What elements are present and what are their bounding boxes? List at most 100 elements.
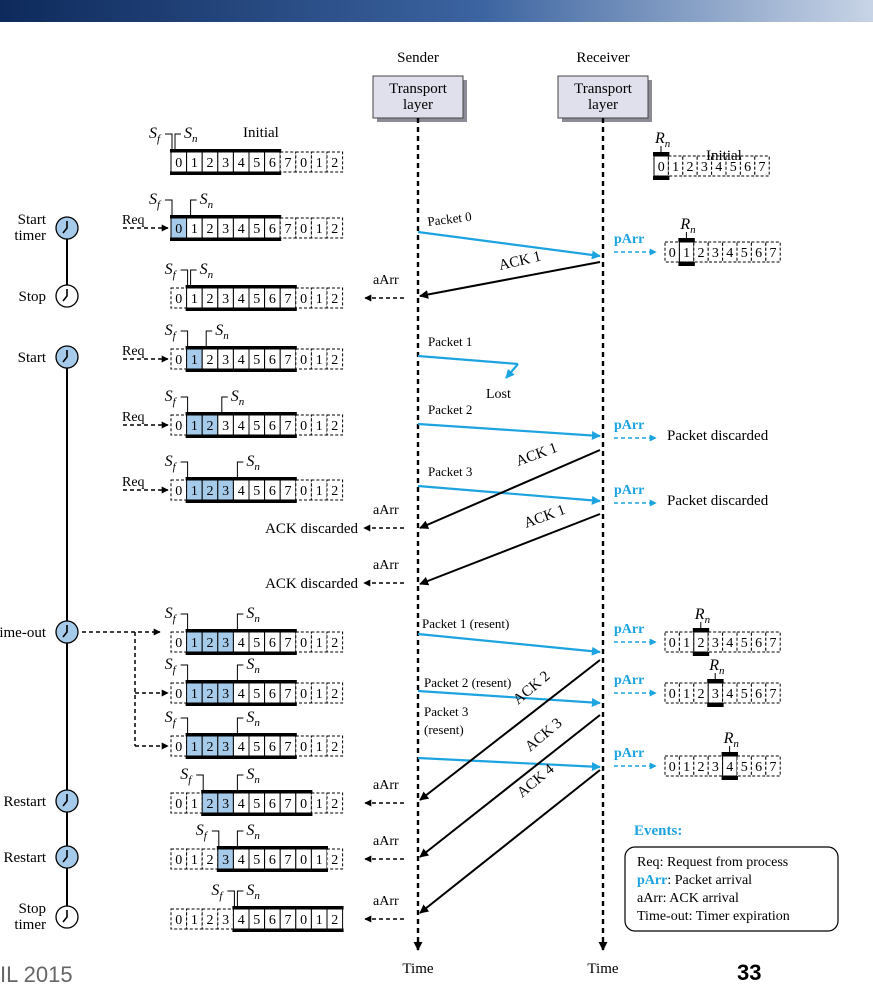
seq-number: 3	[712, 760, 719, 775]
seq-number: 0	[300, 913, 307, 928]
ack-label: ACK 1	[497, 249, 542, 274]
aarr-label: aArr	[373, 273, 399, 288]
rn-pointer-label: Rn	[679, 216, 696, 236]
ack-label: ACK 3	[522, 715, 565, 755]
seq-number: 2	[698, 687, 705, 702]
receiver-initial-label: Initial	[706, 148, 742, 164]
footer-text: IL 2015	[0, 962, 73, 987]
packet-arrow	[417, 756, 601, 772]
sn-pointer	[236, 830, 244, 846]
seq-cell	[326, 848, 344, 870]
window-top-bar	[232, 906, 344, 910]
seq-number: 1	[672, 160, 679, 175]
sender-transport-box	[372, 75, 464, 119]
legend-box	[624, 846, 839, 932]
seq-number: 5	[253, 292, 260, 307]
seq-number: 6	[269, 636, 276, 651]
packet-label: Packet 3	[424, 704, 468, 719]
sn-pointer	[190, 269, 197, 285]
seq-cell	[693, 682, 709, 704]
seq-number: 1	[191, 687, 198, 702]
window-top-bar	[185, 680, 297, 684]
sf-pointer	[180, 717, 189, 733]
receiver-layer-line2: layer	[588, 97, 618, 113]
seq-number: 2	[331, 740, 338, 755]
seq-number: 0	[300, 484, 307, 499]
ack-label: ACK 1	[522, 502, 568, 532]
timer-event-label: Start	[18, 350, 47, 366]
seq-number: 6	[755, 246, 762, 261]
seq-number: 2	[207, 687, 214, 702]
seq-cell	[736, 682, 752, 704]
seq-number: 3	[712, 687, 719, 702]
seq-number: 4	[238, 913, 245, 928]
window-bottom-bar	[185, 434, 297, 438]
seq-number: 7	[285, 484, 292, 499]
seq-number: 0	[175, 222, 182, 237]
seq-number: 2	[331, 292, 338, 307]
seq-number: 7	[285, 913, 292, 928]
seq-number: 1	[316, 797, 323, 812]
seq-cell	[326, 792, 344, 814]
rn-pointer-label: Rn	[654, 130, 671, 150]
seq-number: 0	[175, 292, 182, 307]
sf-pointer	[211, 830, 220, 846]
seq-cell	[326, 735, 344, 757]
seq-number: 2	[331, 156, 338, 171]
seq-cell	[750, 241, 767, 263]
seq-number: 1	[191, 419, 198, 434]
seq-number: 5	[253, 913, 260, 928]
seq-cell	[736, 241, 752, 263]
sf-pointer-label: Sf	[211, 882, 224, 902]
sf-pointer-label: Sf	[165, 605, 178, 625]
seq-cell	[326, 479, 344, 501]
timer-event-label: Time-out	[0, 625, 47, 641]
seq-number: 2	[331, 222, 338, 237]
rn-top-bar	[653, 152, 670, 156]
timer-event-label: timer	[14, 917, 46, 933]
window-bottom-bar	[170, 237, 282, 241]
seq-number: 1	[191, 156, 198, 171]
clock-icon	[55, 789, 79, 813]
seq-number: 2	[331, 913, 338, 928]
seq-number: 6	[269, 740, 276, 755]
sn-pointer-label: Sn	[246, 605, 260, 625]
seq-number: 0	[175, 913, 182, 928]
seq-number: 6	[744, 160, 751, 175]
seq-number: 5	[730, 160, 737, 175]
seq-number: 6	[269, 156, 276, 171]
seq-number: 0	[175, 419, 182, 434]
clock-hands	[62, 221, 68, 234]
packet-arrow	[417, 632, 601, 656]
seq-cell	[678, 682, 695, 704]
seq-number: 4	[238, 740, 245, 755]
packet-label: Packet 0	[427, 209, 473, 229]
timer-event-label: Stop	[18, 901, 46, 917]
seq-number: 5	[253, 484, 260, 499]
sn-pointer	[221, 396, 228, 412]
sf-pointer-label: Sf	[165, 388, 178, 408]
window-bottom-bar	[232, 928, 344, 932]
rn-top-bar	[721, 752, 738, 756]
sn-pointer	[236, 890, 244, 906]
seq-number: 5	[741, 636, 748, 651]
seq-number: 0	[175, 687, 182, 702]
window-top-bar	[170, 215, 282, 219]
receiver-transport-box	[557, 75, 649, 119]
packet-arrow	[417, 422, 601, 440]
seq-number: 1	[316, 687, 323, 702]
sf-pointer	[180, 664, 189, 680]
aarr-label: aArr	[373, 558, 399, 573]
seq-cell	[696, 155, 713, 177]
seq-number: 7	[285, 740, 292, 755]
seq-number: 4	[726, 687, 733, 702]
window-bottom-bar	[185, 499, 297, 503]
clock-icon	[55, 845, 79, 869]
timer-event-label: Start	[18, 212, 47, 228]
seq-cell	[707, 241, 724, 263]
seq-number: 2	[207, 484, 214, 499]
